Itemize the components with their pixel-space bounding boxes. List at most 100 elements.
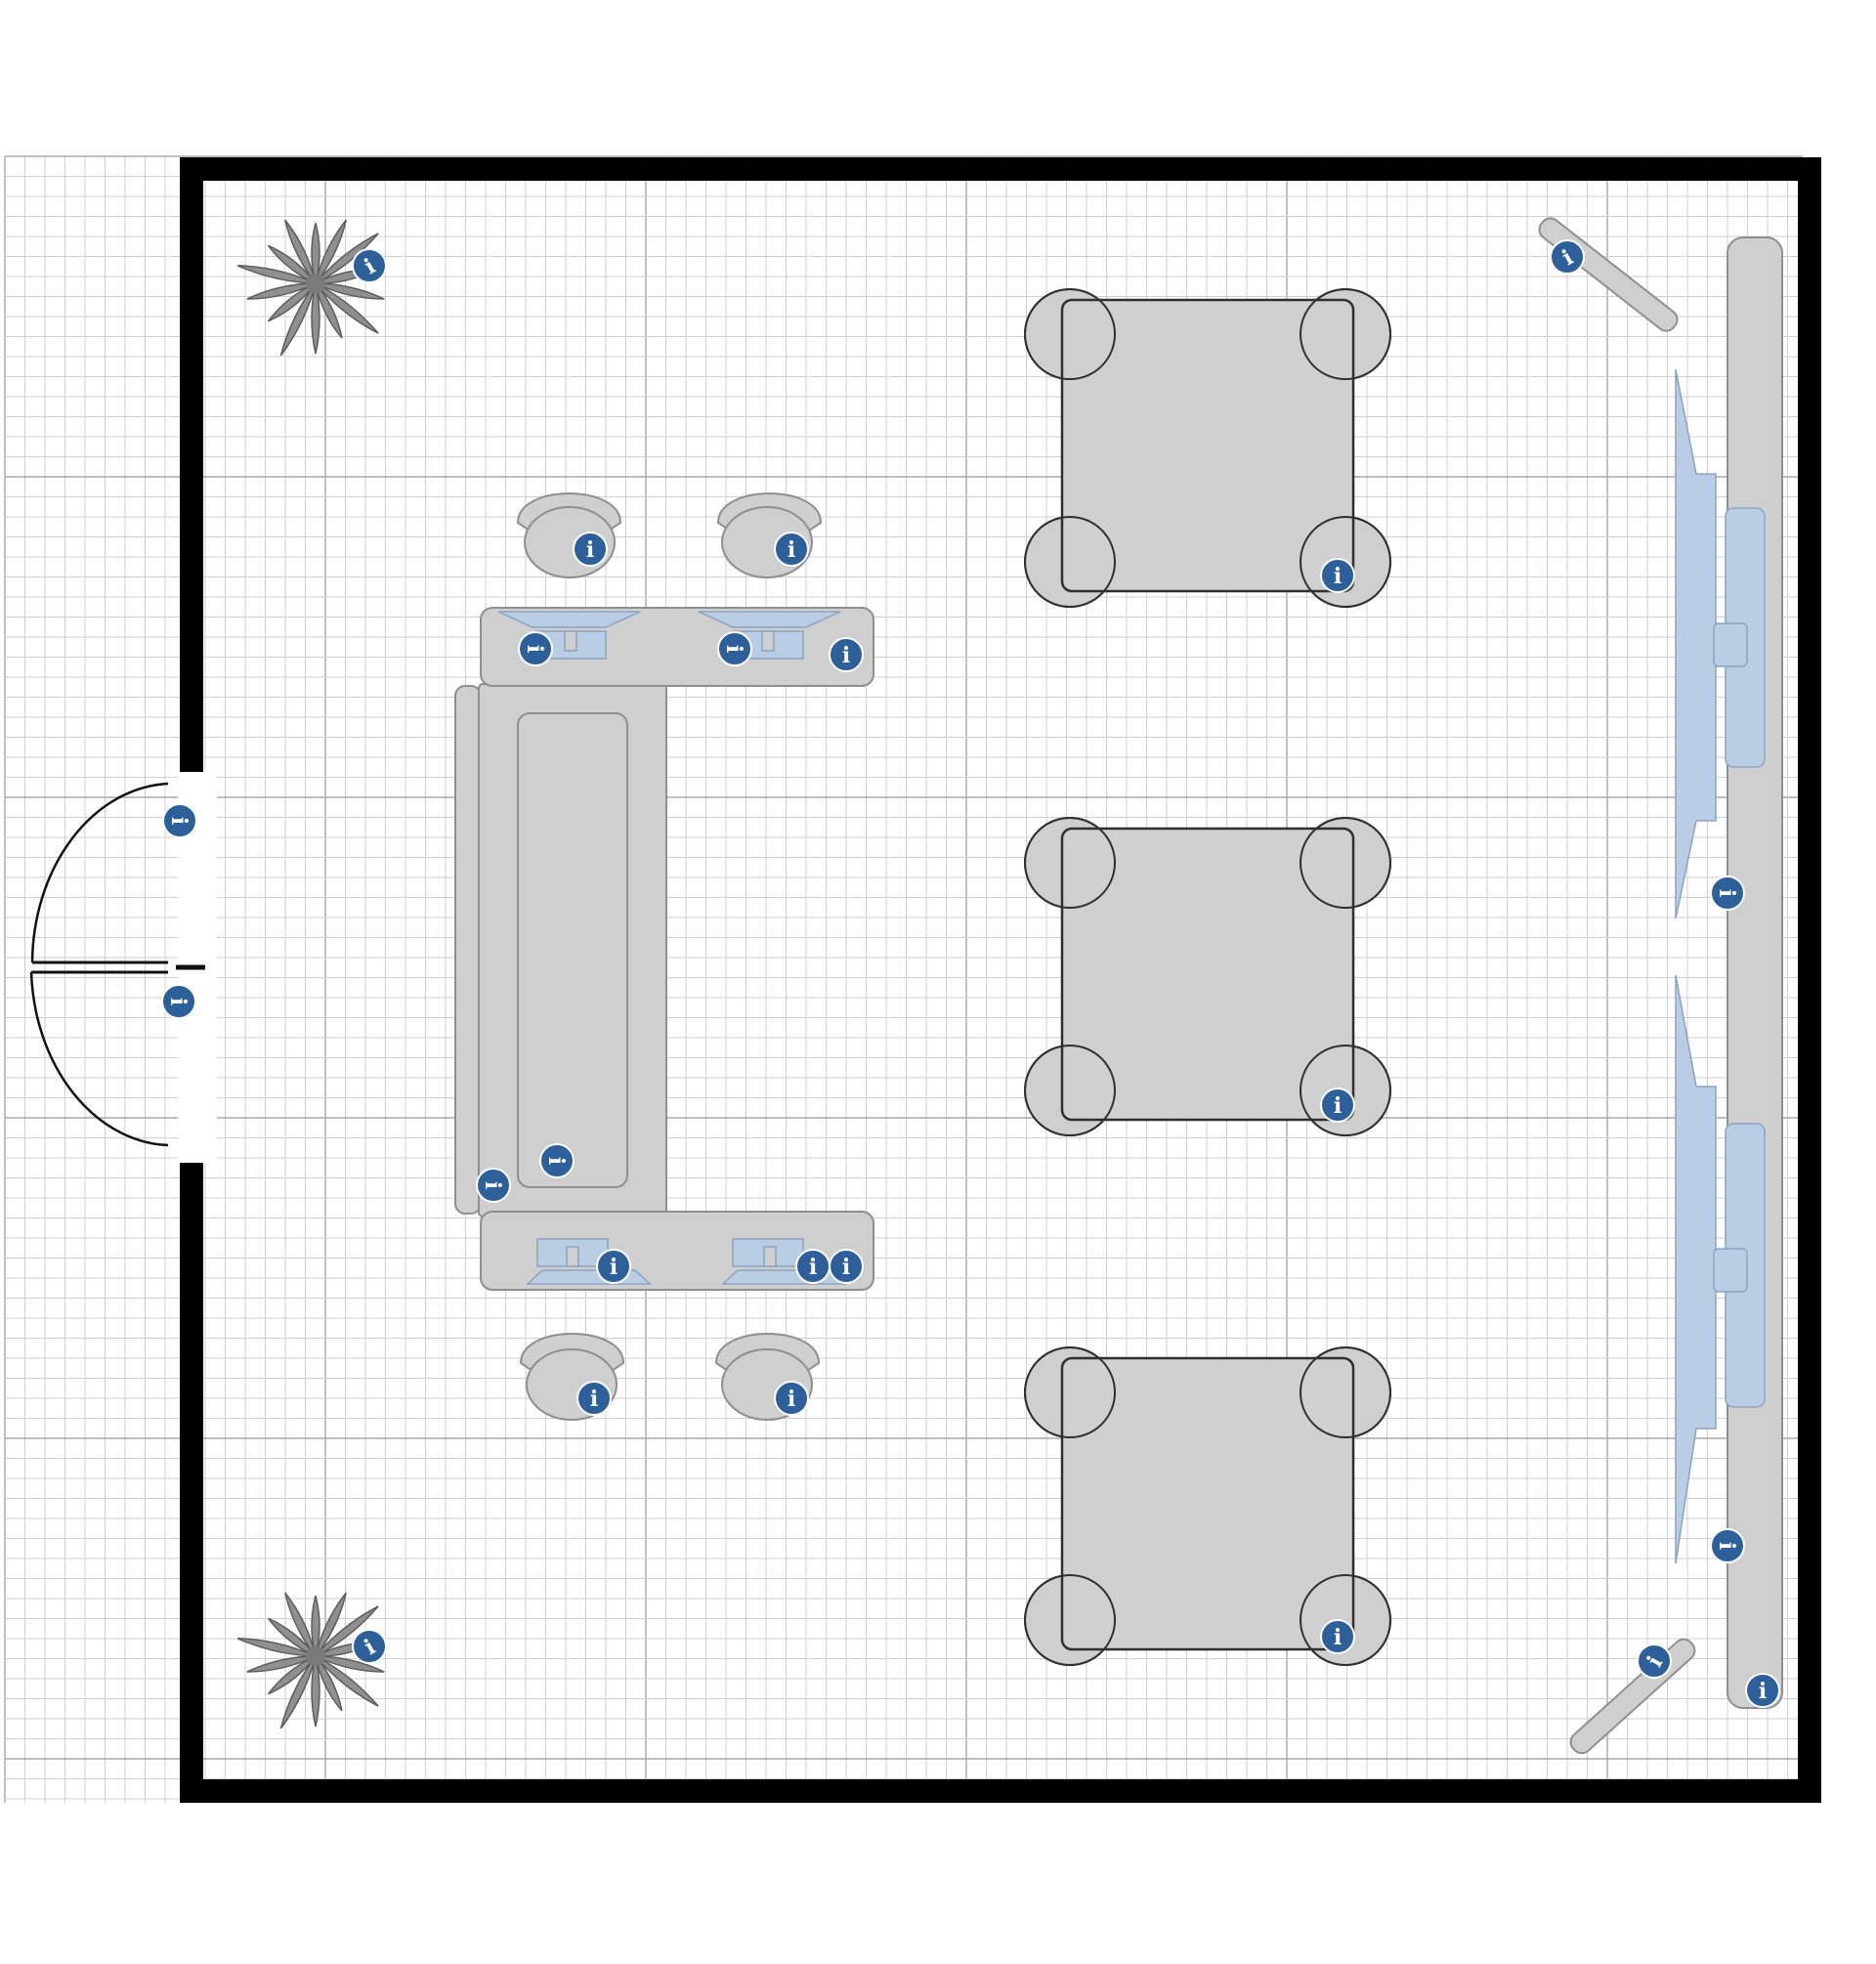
- tv-base: [1713, 622, 1748, 667]
- plant-leaf: [279, 1655, 317, 1729]
- info-glyph: i: [1714, 889, 1739, 897]
- info-icon[interactable]: i: [476, 1168, 511, 1203]
- info-icon[interactable]: i: [596, 1249, 631, 1284]
- chair-outline: [1300, 1346, 1391, 1438]
- info-glyph: i: [543, 1157, 569, 1165]
- plant-leaf: [315, 1655, 385, 1673]
- tv-screen-upper[interactable]: [1675, 368, 1766, 919]
- info-icon[interactable]: i: [1745, 1673, 1780, 1708]
- chair-outline: [1024, 1045, 1116, 1136]
- counter: [1727, 236, 1783, 1709]
- info-icon[interactable]: i: [1637, 1644, 1672, 1679]
- table-top: [1060, 827, 1355, 1122]
- ottoman-bottom-left[interactable]: [519, 1333, 625, 1421]
- plant-leaf: [315, 1592, 347, 1657]
- info-icon[interactable]: i: [1320, 558, 1355, 593]
- info-glyph: i: [809, 1255, 817, 1280]
- info-glyph: i: [788, 537, 795, 563]
- table-top: [1060, 1356, 1355, 1651]
- info-icon[interactable]: i: [352, 248, 387, 283]
- chair-outline: [1300, 817, 1391, 909]
- info-icon[interactable]: i: [576, 1381, 612, 1416]
- wall-outline: [180, 157, 1821, 1803]
- sofa-accent: [698, 611, 841, 628]
- plant-leaf: [236, 265, 317, 284]
- info-glyph: i: [842, 1255, 850, 1280]
- info-icon[interactable]: i: [1710, 1528, 1745, 1563]
- info-icon[interactable]: i: [774, 532, 809, 567]
- tv-screen-lower[interactable]: [1675, 974, 1766, 1564]
- info-icon[interactable]: i: [829, 1249, 864, 1284]
- info-glyph: i: [1334, 1625, 1342, 1650]
- info-icon[interactable]: i: [717, 631, 752, 666]
- plant-leaf: [311, 222, 320, 284]
- info-icon[interactable]: i: [573, 532, 608, 567]
- sofa-accent: [526, 1269, 652, 1285]
- ottoman-top-right[interactable]: [716, 492, 823, 578]
- potted-plant-icon: [236, 1592, 385, 1729]
- sectional-sofa[interactable]: [454, 607, 874, 1291]
- plant-center: [306, 1646, 325, 1666]
- info-icon[interactable]: i: [829, 637, 864, 672]
- door-leaf-lower-arc: [29, 971, 169, 1147]
- table-with-chairs-top[interactable]: [1024, 288, 1391, 608]
- tv-panel: [1675, 974, 1717, 1564]
- ottoman-top-left[interactable]: [516, 492, 622, 578]
- info-glyph: i: [522, 645, 547, 653]
- info-glyph: i: [1759, 1679, 1767, 1704]
- info-icon[interactable]: i: [1320, 1619, 1355, 1654]
- potted-plant-bottom-left[interactable]: [236, 1591, 385, 1729]
- plant-leaf: [246, 1655, 317, 1673]
- info-icon[interactable]: i: [795, 1249, 831, 1284]
- plant-leaf: [284, 1592, 317, 1657]
- info-icon[interactable]: i: [352, 1629, 387, 1664]
- potted-plant-icon: [236, 219, 385, 357]
- plant-leaf: [284, 219, 317, 284]
- info-icon[interactable]: i: [539, 1143, 575, 1178]
- info-icon[interactable]: i: [162, 803, 197, 838]
- potted-plant-top-left[interactable]: [236, 218, 385, 357]
- info-glyph: i: [788, 1387, 795, 1412]
- info-icon[interactable]: i: [518, 631, 553, 666]
- chair-outline: [1024, 1346, 1116, 1438]
- info-icon[interactable]: i: [1320, 1088, 1355, 1123]
- table-with-chairs-bottom[interactable]: [1024, 1346, 1391, 1666]
- room-walls: [180, 157, 1821, 1803]
- plant-leaf: [315, 282, 379, 334]
- info-glyph: i: [1714, 1542, 1739, 1550]
- grid-background: [4, 155, 1803, 1803]
- info-glyph: i: [1334, 564, 1342, 589]
- plant-leaf: [315, 1655, 379, 1707]
- plant-leaf: [315, 233, 379, 284]
- wall-counter-right[interactable]: [1727, 236, 1783, 1709]
- info-glyph: i: [721, 645, 746, 653]
- info-icon[interactable]: i: [161, 984, 196, 1019]
- plant-leaf: [311, 1595, 320, 1657]
- chair-outline: [1300, 1574, 1391, 1666]
- tables-with-chairs: [1024, 288, 1391, 1666]
- plant-leaf: [267, 1655, 317, 1695]
- info-icon[interactable]: i: [1710, 875, 1745, 911]
- info-glyph: i: [842, 643, 850, 668]
- chair-outline: [1300, 288, 1391, 380]
- plant-leaf: [315, 282, 385, 300]
- plant-leaf: [315, 1655, 343, 1712]
- info-icon[interactable]: i: [774, 1381, 809, 1416]
- sofa-accent-knob: [564, 630, 577, 652]
- plant-leaf: [315, 1605, 379, 1657]
- info-glyph: i: [166, 817, 192, 825]
- chair-outline: [1024, 516, 1116, 608]
- chair-outline: [1024, 288, 1116, 380]
- plant-leaf: [236, 1638, 317, 1657]
- tv-panel: [1675, 368, 1717, 919]
- tv-base: [1713, 1248, 1748, 1293]
- info-icon[interactable]: i: [1550, 239, 1585, 275]
- door-leaf-upper-arc: [30, 782, 169, 963]
- plant-leaf: [246, 282, 317, 300]
- plant-leaf: [267, 244, 317, 284]
- chair-outline: [1024, 1574, 1116, 1666]
- plant-leaf: [315, 219, 347, 284]
- plant-center: [306, 274, 325, 293]
- sofa-accent-knob: [761, 630, 775, 652]
